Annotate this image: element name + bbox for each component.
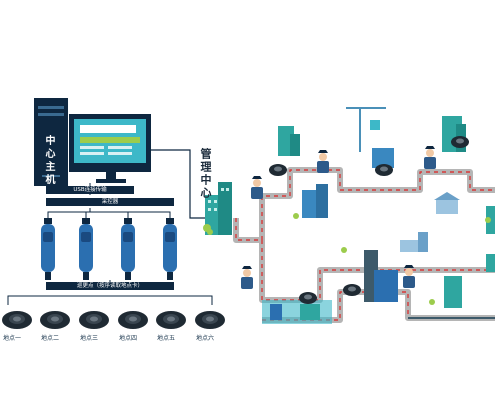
checkpoint-button-icon <box>79 311 109 329</box>
management-center-label: 管理中心 <box>199 148 212 200</box>
checkpoint-button-icon <box>195 311 225 329</box>
patrol-wand-icon <box>41 218 55 280</box>
point-label-2: 地点二 <box>41 335 60 342</box>
route-checkpoint-icon <box>269 136 469 304</box>
security-guard-icon <box>403 265 415 288</box>
patrol-wand-icon <box>163 218 177 280</box>
pc-tower-icon <box>34 98 68 186</box>
monitor-to-center-line <box>151 149 205 219</box>
checkpoint-buttons <box>2 311 225 329</box>
usb-label: USB连接传输 <box>46 186 134 194</box>
security-guard-icon <box>251 176 263 199</box>
checkpoint-button-icon <box>118 311 148 329</box>
security-guard-icon <box>317 150 329 173</box>
point-label-6: 地点六 <box>196 335 215 342</box>
checkpoint-button-icon <box>40 311 70 329</box>
point-label-1: 地点一 <box>3 335 22 342</box>
host-label: 中心主机 <box>43 135 54 187</box>
point-label-3: 地点三 <box>80 335 99 342</box>
point-label-4: 地点四 <box>119 335 138 342</box>
collector-label: 采控器 <box>46 198 174 206</box>
patrol-wand-icon <box>79 218 93 280</box>
patrol-wand-icon <box>121 218 135 280</box>
security-guard-icon <box>424 146 436 169</box>
security-guard-icon <box>241 266 253 289</box>
patrol-bar-label: 巡更点（按序读取地点卡） <box>46 282 174 290</box>
monitor-icon <box>69 114 151 183</box>
checkpoint-button-icon <box>156 311 186 329</box>
checkpoint-button-icon <box>2 311 32 329</box>
point-label-5: 地点五 <box>157 335 176 342</box>
management-center-building-icon <box>203 182 232 235</box>
